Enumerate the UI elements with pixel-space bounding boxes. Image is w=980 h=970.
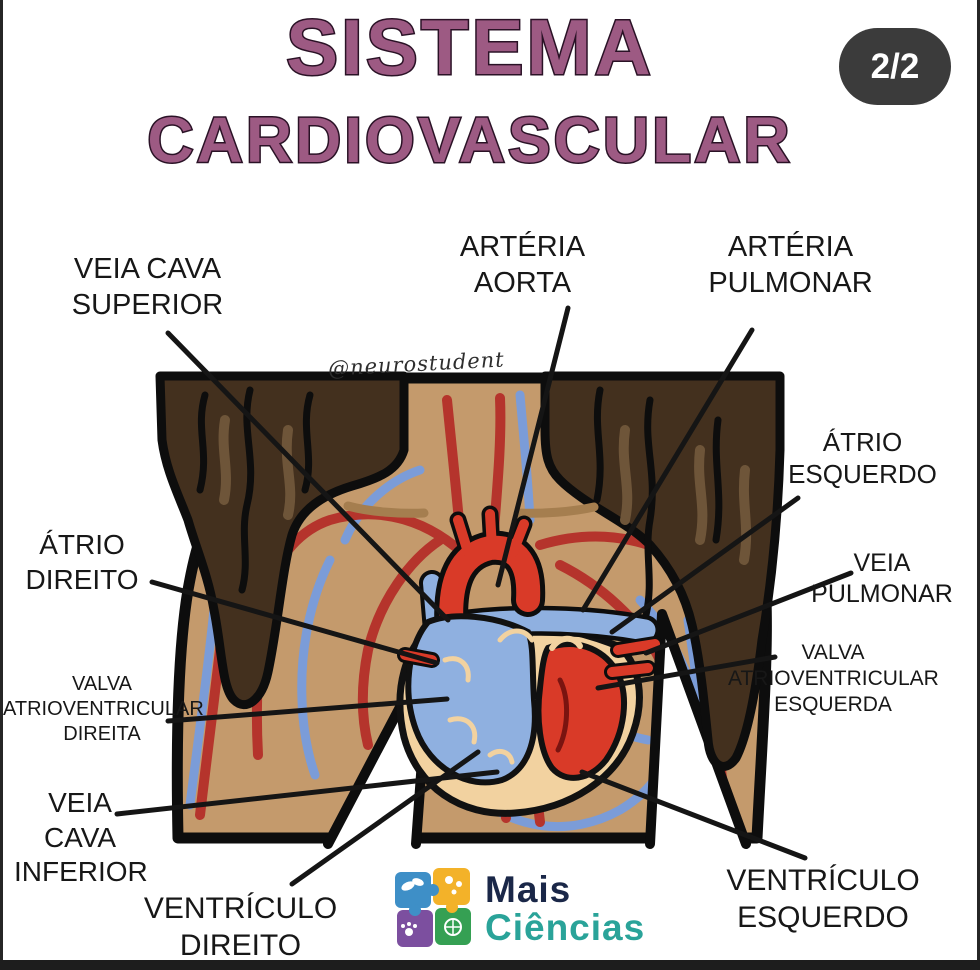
hair-left-shape <box>155 371 409 710</box>
logo-wordmark: Mais Ciências <box>485 871 645 946</box>
leader-valva-av-direita <box>165 696 450 724</box>
leader-atrio-esquerdo <box>609 495 801 635</box>
logo-word-mais: Mais <box>485 869 572 911</box>
logo-word-ciencias: Ciências <box>485 907 646 948</box>
carousel-page-count: 2/2 <box>870 46 920 86</box>
puzzle-piece-purple <box>397 910 433 947</box>
frame-edge-right <box>977 0 980 970</box>
label-valva-atrioventricular-esquerda: VALVA ATRIOVENTRICULAR ESQUERDA <box>728 641 939 717</box>
leader-ventriculo-direito <box>289 749 481 887</box>
leader-valva-av-esquerda <box>595 654 778 691</box>
frame-edge-left <box>0 0 3 970</box>
leader-atrio-direito <box>149 579 440 666</box>
label-atrio-direito: ÁTRIO DIREITO <box>25 529 139 595</box>
puzzle-piece-blue <box>395 872 431 908</box>
label-arteria-pulmonar: ARTÉRIA PULMONAR <box>708 231 873 299</box>
paw-icon <box>401 922 417 936</box>
label-arteria-aorta: ARTÉRIA AORTA <box>459 231 586 299</box>
leader-lines <box>114 305 854 887</box>
mais-ciencias-logo: Mais Ciências <box>393 866 645 952</box>
label-atrio-esquerdo: ÁTRIO ESQUERDO <box>788 427 937 490</box>
title-line-1: SISTEMA <box>285 3 654 91</box>
page-title: SISTEMA CARDIOVASCULAR <box>90 3 850 176</box>
leader-veia-cava-superior <box>165 330 451 623</box>
label-ventriculo-direito: VENTRÍCULO DIREITO <box>143 892 338 963</box>
label-veia-cava-superior: VEIA CAVA SUPERIOR <box>71 253 224 321</box>
leader-arteria-pulmonar <box>580 327 755 613</box>
label-veia-cava-inferior: VEIA CAVA INFERIOR <box>14 787 148 888</box>
title-line-2: CARDIOVASCULAR <box>146 104 793 176</box>
puzzle-logo-icon <box>395 868 471 947</box>
leader-arteria-aorta <box>495 305 571 588</box>
molecule-icon <box>445 876 462 895</box>
carousel-page-badge: 2/2 <box>839 28 951 105</box>
puzzle-piece-yellow <box>433 868 470 905</box>
label-ventriculo-esquerdo: VENTRÍCULO ESQUERDO <box>726 864 920 935</box>
frame-edge-bottom <box>0 960 980 970</box>
leader-veia-pulmonar <box>643 570 854 656</box>
collarbones <box>343 501 599 518</box>
globe-icon <box>444 918 462 936</box>
label-valva-atrioventricular-direita: VALVA ATRIOVENTRICULAR DIREITA <box>3 673 204 745</box>
leader-veia-cava-inferior <box>114 769 500 817</box>
right-atrium-ventricle <box>405 613 538 786</box>
leaf-icon <box>401 878 424 891</box>
leader-ventriculo-esquerdo <box>579 769 808 861</box>
label-veia-pulmonar: VEIA PULMONAR <box>811 549 953 608</box>
